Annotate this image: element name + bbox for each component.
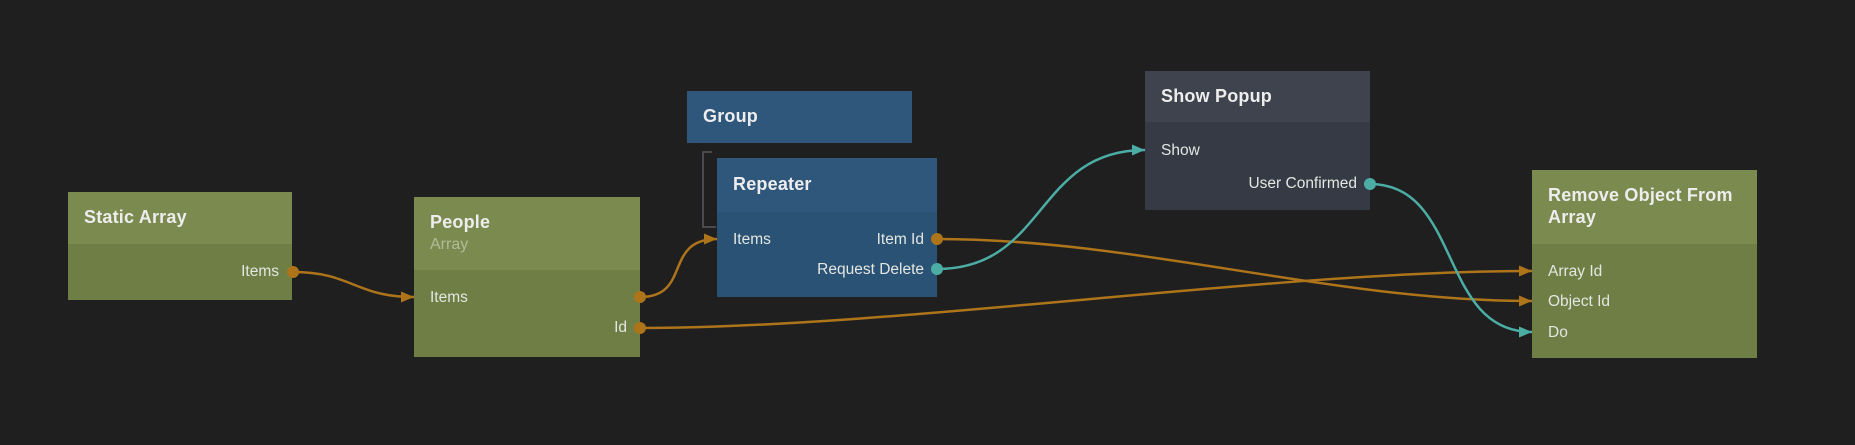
port-row: Items [68, 256, 292, 287]
port-row: Items Item Id [717, 224, 937, 255]
wire-path [639, 269, 1533, 330]
port-row: Do [1532, 317, 1757, 348]
port-output-items[interactable]: Items [241, 262, 279, 280]
node-group[interactable]: Group [687, 91, 912, 143]
node-title: People [430, 212, 491, 233]
wire-static-array-items-to-people-items[interactable] [287, 266, 415, 303]
wire-path [292, 270, 415, 299]
port-input-items[interactable]: Items [430, 288, 468, 306]
node-repeater[interactable]: Repeater Items Item Id Request Delete [717, 158, 937, 297]
node-people[interactable]: People Array Items Id [414, 197, 640, 357]
node-subtitle: Array [430, 235, 469, 253]
node-body: Items Id [414, 270, 640, 357]
port-row: User Confirmed [1145, 167, 1370, 200]
node-header: Static Array [68, 192, 292, 244]
wire-show-popup-user-confirmed-to-remove-do[interactable] [1364, 178, 1533, 338]
port-input-show[interactable]: Show [1161, 141, 1200, 159]
port-row: Object Id [1532, 287, 1757, 318]
node-static-array[interactable]: Static Array Items [68, 192, 292, 300]
node-body: Items [68, 244, 292, 300]
port-row: Show [1145, 134, 1370, 167]
wire-path [639, 237, 718, 299]
port-row: Array Id [1532, 256, 1757, 287]
port-row: Items [414, 282, 640, 313]
node-title: Show Popup [1161, 85, 1272, 106]
node-body: Array Id Object Id Do [1532, 244, 1757, 358]
node-body: Show User Confirmed [1145, 122, 1370, 210]
node-title: Remove Object From Array [1548, 185, 1733, 227]
port-input-do[interactable]: Do [1548, 323, 1568, 341]
node-header: Group [687, 91, 912, 143]
node-show-popup[interactable]: Show Popup Show User Confirmed [1145, 71, 1370, 210]
port-input-object-id[interactable]: Object Id [1548, 293, 1611, 310]
node-header: Repeater [717, 158, 937, 212]
wire-people-items-to-repeater-items[interactable] [634, 233, 718, 304]
node-title: Group [703, 106, 758, 127]
port-output-request-delete[interactable]: Request Delete [817, 261, 924, 278]
port-output-item-id[interactable]: Item Id [876, 230, 924, 248]
port-output-user-confirmed[interactable]: User Confirmed [1248, 174, 1357, 192]
wire-path [936, 237, 1533, 303]
wire-repeater-item-id-to-remove-object-id[interactable] [931, 233, 1533, 307]
node-title: Static Array [84, 207, 187, 228]
node-body: Items Item Id Request Delete [717, 212, 937, 297]
wire-path [1369, 182, 1533, 334]
port-input-items[interactable]: Items [733, 230, 771, 248]
node-header: People Array [414, 197, 640, 270]
port-row: Request Delete [717, 255, 937, 286]
node-remove-object-from-array[interactable]: Remove Object From Array Array Id Object… [1532, 170, 1757, 358]
group-child-connector [702, 151, 716, 228]
node-header: Remove Object From Array [1532, 170, 1757, 244]
node-title: Repeater [733, 174, 812, 195]
port-row: Id [414, 313, 640, 344]
port-input-array-id[interactable]: Array Id [1548, 262, 1603, 280]
node-header: Show Popup [1145, 71, 1370, 122]
port-output-id[interactable]: Id [614, 319, 627, 336]
wire-repeater-request-delete-to-show-popup-show[interactable] [931, 144, 1146, 276]
wire-path [936, 148, 1146, 271]
